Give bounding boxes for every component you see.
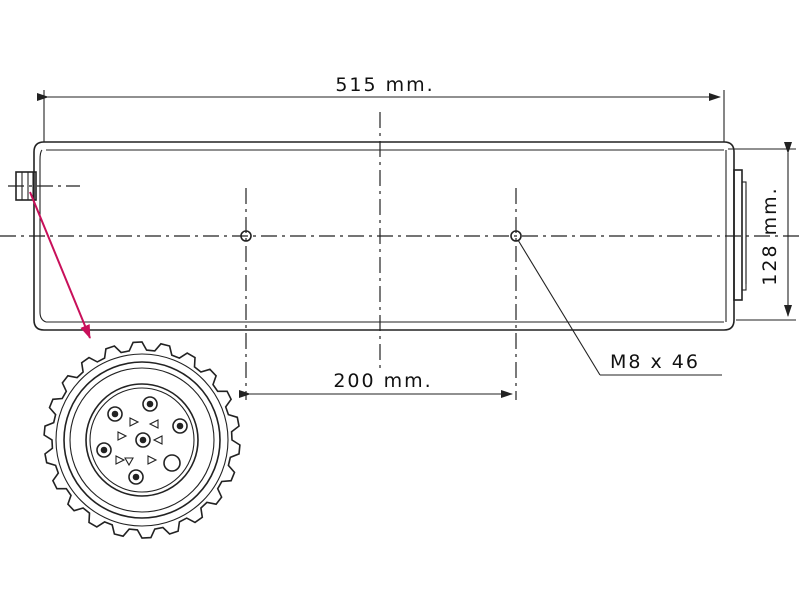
connector-stub [8, 171, 80, 201]
connector-pins [96, 396, 188, 485]
detail-arrow-icon [29, 191, 91, 339]
mounting-hole-left [240, 230, 252, 242]
mounting-holes [240, 230, 522, 242]
hole-spacing-label: 200 mm. [333, 370, 432, 392]
bolt-leader: M8 x 46 [517, 239, 722, 376]
diameter-dimension: 128 mm. [728, 142, 796, 321]
length-dimension: 515 mm. [37, 74, 725, 142]
diameter-label: 128 mm. [759, 186, 781, 285]
connector-face-icon [43, 341, 241, 539]
mounting-hole-right [510, 230, 522, 242]
length-label: 515 mm. [335, 74, 434, 96]
center-lines [0, 112, 800, 400]
end-cap-right [733, 169, 747, 301]
bolt-label: M8 x 46 [610, 351, 700, 373]
hole-spacing-dimension: 200 mm. [239, 370, 513, 398]
connector-markers [115, 417, 163, 467]
